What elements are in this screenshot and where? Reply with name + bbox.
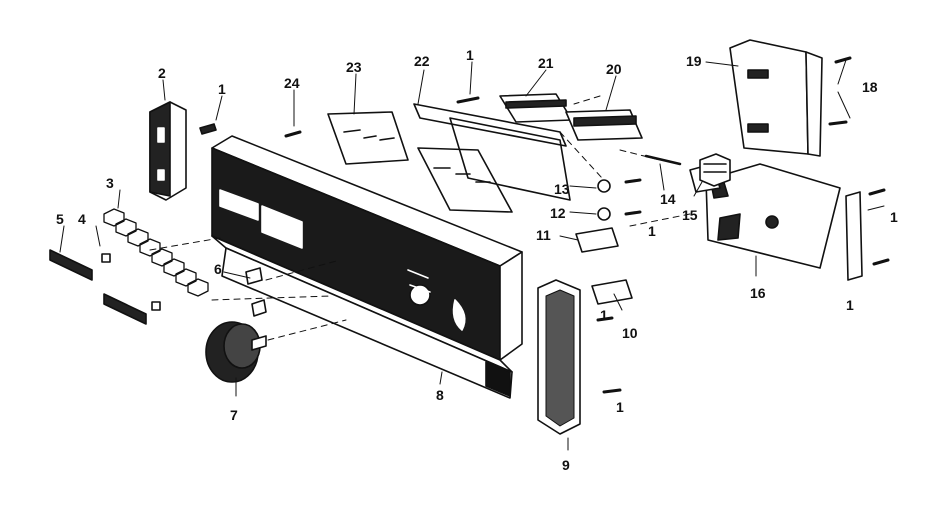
callout-1: 1 <box>616 399 624 415</box>
callout-2: 2 <box>158 65 166 81</box>
leader-lines <box>59 59 885 451</box>
callout-1: 1 <box>218 81 226 97</box>
relay-block <box>699 153 731 187</box>
callout-9: 9 <box>562 457 570 473</box>
callout-19: 19 <box>686 53 702 69</box>
callout-20: 20 <box>606 61 622 77</box>
callout-5: 5 <box>56 211 64 227</box>
callout-6: 6 <box>214 261 222 277</box>
callout-18: 18 <box>862 79 878 95</box>
button-strip <box>49 249 161 325</box>
cover-box <box>729 39 823 157</box>
callout-1: 1 <box>466 47 474 63</box>
button-cluster <box>103 208 209 297</box>
knob <box>205 321 267 383</box>
console-panel <box>211 135 523 399</box>
callout-11: 11 <box>536 227 551 243</box>
callout-1: 1 <box>890 209 898 225</box>
callout-23: 23 <box>346 59 362 75</box>
callout-1: 1 <box>600 307 608 323</box>
end-bracket <box>149 101 187 201</box>
rail <box>413 103 571 201</box>
callout-24: 24 <box>284 75 300 91</box>
callout-12: 12 <box>550 205 566 221</box>
callout-10: 10 <box>622 325 638 341</box>
callout-21: 21 <box>538 55 554 71</box>
callout-13: 13 <box>554 181 570 197</box>
callout-1: 1 <box>846 297 854 313</box>
callout-4: 4 <box>78 211 86 227</box>
screws <box>199 56 890 394</box>
side-bracket <box>845 191 863 281</box>
callout-16: 16 <box>750 285 766 301</box>
trim-strip <box>537 279 581 435</box>
callout-15: 15 <box>682 207 698 223</box>
switches <box>575 179 633 305</box>
screw-6 <box>245 267 267 317</box>
callout-8: 8 <box>436 387 444 403</box>
callout-22: 22 <box>414 53 430 69</box>
mounting-plates <box>327 111 513 213</box>
callout-3: 3 <box>106 175 114 191</box>
callout-1: 1 <box>648 223 656 239</box>
callout-14: 14 <box>660 191 676 207</box>
connector-blocks <box>499 93 643 141</box>
callout-7: 7 <box>230 407 238 423</box>
